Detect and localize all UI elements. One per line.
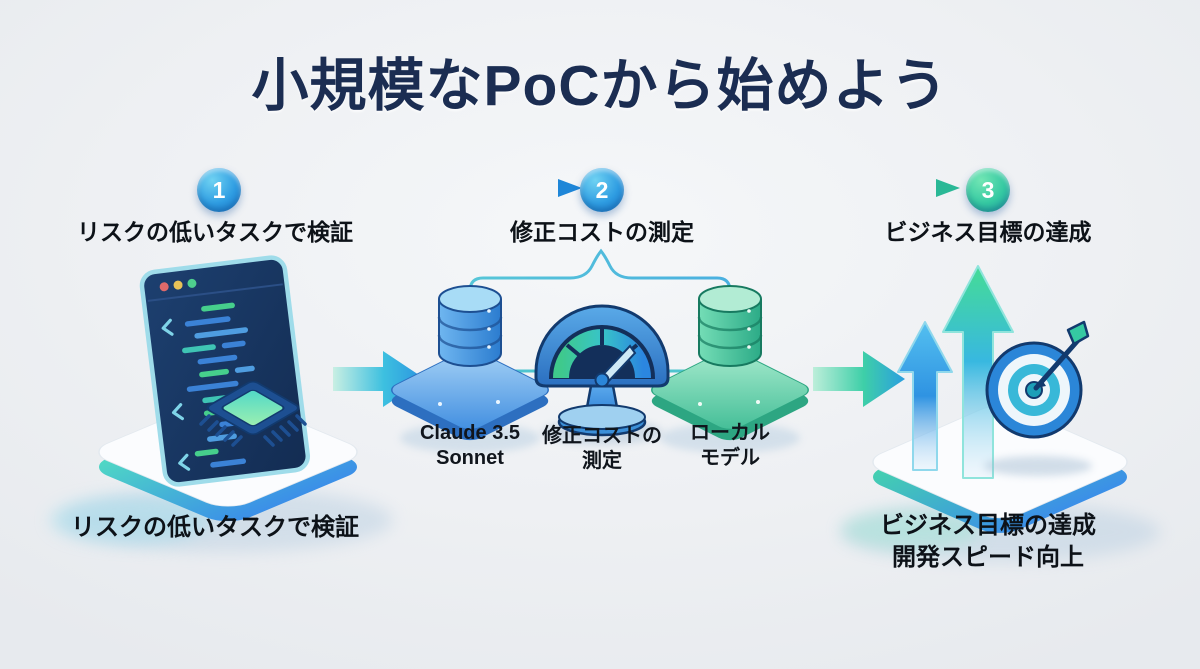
step-1-badge: 1 — [197, 168, 241, 212]
dart-icon — [1033, 320, 1090, 391]
gauge-label: 修正コストの 測定 — [542, 425, 662, 472]
up-arrow-icon-large — [942, 265, 1014, 479]
step-1-label: リスクの低いタスクで検証 — [77, 219, 353, 245]
step-2-number: 2 — [595, 176, 609, 203]
step-3-number: 3 — [981, 176, 995, 203]
gauge-icon — [534, 304, 670, 437]
database-icon-blue — [437, 285, 503, 367]
model-left-tile — [391, 350, 549, 441]
database-icon-green — [697, 285, 763, 367]
step-arrow-2-3 — [640, 179, 960, 197]
step-3-label: ビジネス目標の達成 — [884, 219, 1092, 245]
target-icon — [984, 320, 1092, 476]
flow-arrow-icon-2 — [813, 351, 905, 407]
step-2-label: 修正コストの測定 — [510, 219, 694, 245]
code-editor-icon — [139, 255, 311, 487]
up-arrow-icon-small — [897, 321, 953, 471]
model-left-label: Claude 3.5 Sonnet — [419, 422, 521, 469]
step-2-badge: 2 — [580, 168, 624, 212]
model-right-label: ローカル モデル — [690, 422, 770, 469]
connector-bracket — [468, 248, 732, 334]
code-lines — [182, 302, 260, 468]
step-1-number: 1 — [212, 176, 226, 203]
left-caption: リスクの低いタスクで検証 — [71, 514, 359, 541]
right-caption: ビジネス目標の達成 開発スピード向上 — [880, 512, 1096, 571]
step-arrow-1-2 — [252, 179, 582, 197]
cpu-chip-icon — [199, 381, 307, 447]
step-3-badge: 3 — [966, 168, 1010, 212]
model-right-tile — [651, 350, 809, 441]
code-chevrons — [161, 318, 191, 471]
page-title: 小規模なPoCから始めよう — [251, 54, 949, 118]
